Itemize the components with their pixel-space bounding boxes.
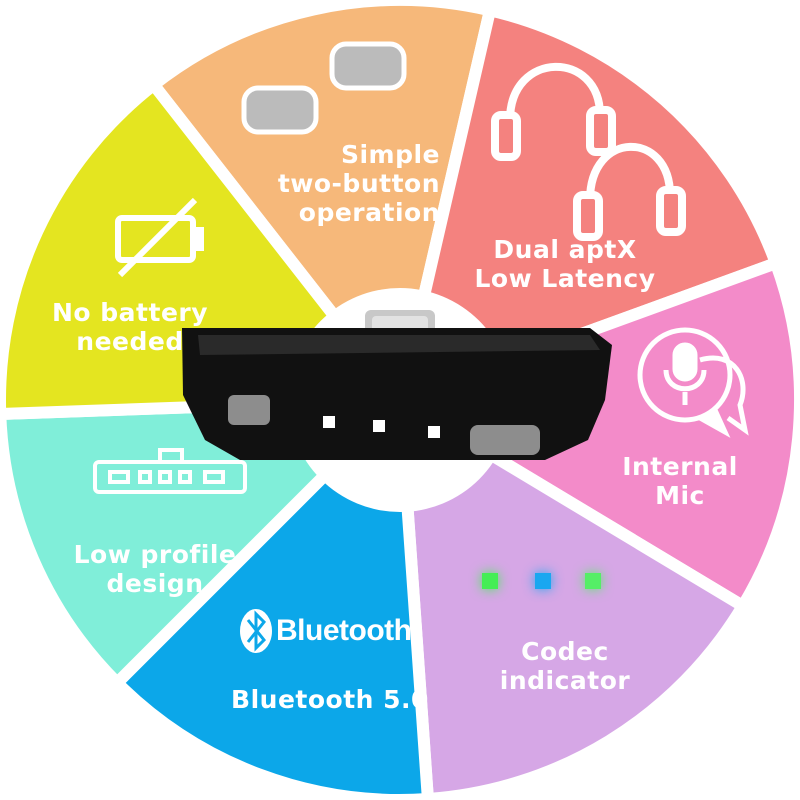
label-line: two-button — [277, 169, 440, 198]
label-line: design — [106, 569, 204, 598]
label-line: No battery — [51, 298, 209, 327]
low-profile-device-icon — [93, 448, 247, 494]
label-line: indicator — [499, 666, 631, 695]
led-indicator-icon — [482, 573, 601, 589]
label-line: Internal — [622, 452, 738, 481]
label-line: Mic — [655, 481, 705, 510]
label-no-battery: No battery needed — [45, 298, 215, 356]
label-line: Low Latency — [474, 264, 656, 293]
label-line: Bluetooth 5.0 — [231, 685, 429, 714]
label-line: Dual aptX — [493, 235, 637, 264]
led — [585, 573, 601, 589]
label-codec-indicator: Codec indicator — [490, 637, 640, 695]
segment-codec-indicator — [393, 388, 752, 800]
label-internal-mic: Internal Mic — [605, 452, 755, 510]
label-low-profile: Low profile design — [65, 540, 245, 598]
segment-internal-mic — [386, 255, 800, 615]
label-line: operation — [298, 198, 440, 227]
microphone-icon — [637, 327, 749, 438]
bluetooth-icon — [240, 609, 272, 653]
label-bluetooth: Bluetooth 5.0 — [225, 685, 435, 714]
led — [535, 573, 551, 589]
headphones-icon — [491, 62, 686, 241]
buttons-icon — [241, 41, 407, 135]
label-line: Simple — [340, 140, 440, 169]
segment-low-profile — [0, 393, 416, 692]
bluetooth-logo-text: Bluetooth — [276, 614, 412, 647]
label-line: needed — [76, 327, 184, 356]
label-simple-two-button: Simple two-button operation — [275, 140, 440, 227]
no-battery-icon — [115, 197, 204, 278]
product-device — [182, 310, 612, 460]
label-line: Codec — [521, 637, 609, 666]
led — [482, 573, 498, 589]
label-dual-aptx: Dual aptX Low Latency — [470, 235, 660, 293]
label-line: Low profile — [73, 540, 237, 569]
